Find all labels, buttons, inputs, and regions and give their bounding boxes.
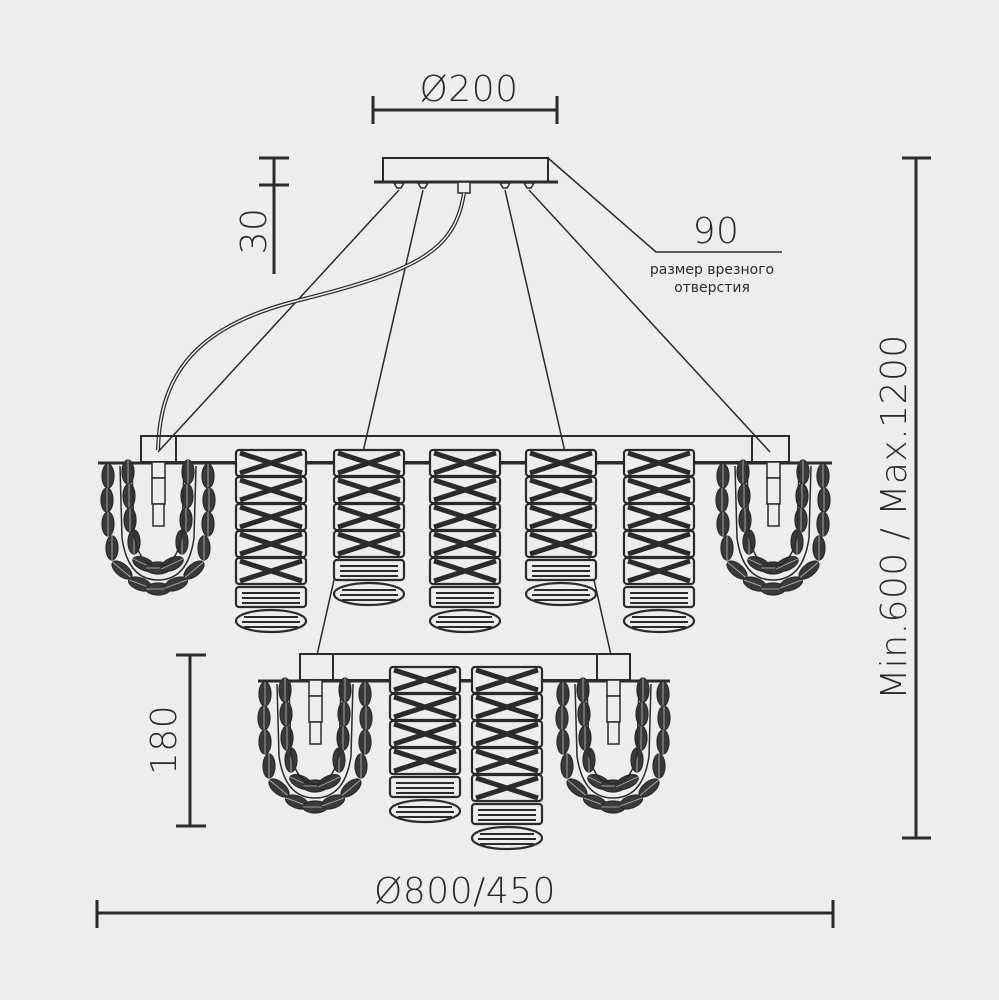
cutout-leader-line: [547, 157, 782, 253]
canopy: [374, 157, 558, 194]
lower-tier-height-label: 180: [144, 705, 185, 775]
cutout-caption-line1: размер врезного: [650, 262, 774, 278]
canopy-height-label: 30: [234, 208, 275, 255]
canopy-diameter-label: Ø200: [419, 69, 518, 110]
crystal-strand-upper-left: [101, 460, 215, 595]
suspension-cables: [157, 189, 771, 656]
crystal-column-3: [430, 450, 500, 634]
crystal-column-5: [624, 450, 694, 634]
crystal-column-1: [236, 450, 306, 634]
cutout-caption-line2: отверстия: [674, 280, 750, 296]
cutout-dimension: 90 размер врезного отверстия: [650, 211, 774, 296]
crystal-column-lower-1: [390, 667, 460, 824]
crystal-column-lower-2: [472, 667, 542, 851]
crystal-strand-upper-right: [716, 460, 830, 595]
overall-diameter-label: Ø800/450: [374, 871, 556, 912]
crystal-strand-lower-right: [556, 678, 670, 813]
crystal-column-4: [526, 450, 596, 607]
canopy-height-dimension: 30: [234, 156, 289, 274]
crystal-strand-lower-left: [258, 678, 372, 813]
total-height-label: Min.600 / Max.1200: [874, 334, 915, 700]
lower-tier-height-dimension: 180: [144, 653, 206, 828]
upper-tier: [98, 435, 832, 634]
lower-tier: [258, 653, 670, 851]
power-cord: [156, 192, 466, 451]
canopy-diameter-dimension: Ø200: [371, 69, 559, 124]
cutout-size-label: 90: [693, 211, 740, 252]
total-height-dimension: Min.600 / Max.1200: [874, 156, 931, 840]
crystal-column-2: [334, 450, 404, 607]
overall-diameter-dimension: Ø800/450: [95, 871, 835, 928]
